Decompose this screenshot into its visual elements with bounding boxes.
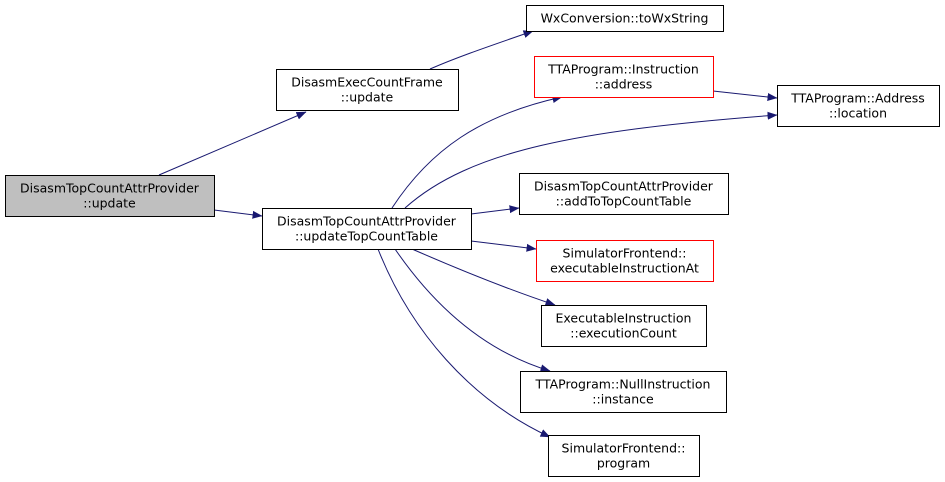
node-label-line: ::address bbox=[595, 77, 653, 92]
edge-root-to-update-table bbox=[213, 209, 263, 219]
node-box bbox=[777, 85, 940, 127]
node-exec-update[interactable]: DisasmExecCountFrame::update bbox=[276, 69, 459, 111]
node-label-line: DisasmExecCountFrame bbox=[291, 75, 443, 90]
node-null-instr[interactable]: TTAProgram::NullInstruction::instance bbox=[520, 371, 727, 413]
edge-update-table-to-sim-program bbox=[377, 248, 551, 438]
node-root[interactable]: DisasmTopCountAttrProvider::update bbox=[5, 175, 215, 217]
node-label-line: ::location bbox=[829, 106, 887, 121]
node-box bbox=[534, 56, 714, 98]
edge-instr-address-to-addr-location bbox=[712, 90, 778, 101]
node-box bbox=[520, 371, 727, 413]
edge-update-table-to-instr-address bbox=[391, 95, 563, 209]
node-sim-program[interactable]: SimulatorFrontend::program bbox=[548, 435, 700, 477]
node-label-line: ::addToTopCountTable bbox=[556, 194, 692, 209]
node-label-line: ExecutableInstruction bbox=[556, 311, 692, 326]
node-addr-location[interactable]: TTAProgram::Address::location bbox=[777, 85, 940, 127]
node-box bbox=[262, 208, 472, 250]
node-add-top[interactable]: DisasmTopCountAttrProvider::addToTopCoun… bbox=[519, 173, 729, 215]
node-label-line: ::executionCount bbox=[570, 326, 677, 341]
node-box bbox=[5, 175, 215, 217]
node-instr-address[interactable]: TTAProgram::Instruction::address bbox=[534, 56, 714, 98]
node-label-line: DisasmTopCountAttrProvider bbox=[277, 214, 457, 229]
node-exec-count[interactable]: ExecutableInstruction::executionCount bbox=[541, 305, 707, 347]
node-box bbox=[519, 173, 729, 215]
edge-update-table-to-null-instr bbox=[394, 248, 551, 373]
node-label-line: ::updateTopCountTable bbox=[295, 229, 438, 244]
node-label-line: SimulatorFrontend:: bbox=[563, 246, 687, 261]
node-label-line: DisasmTopCountAttrProvider bbox=[534, 179, 714, 194]
edge-update-table-to-addr-location bbox=[404, 111, 778, 209]
node-box bbox=[541, 305, 707, 347]
edge-update-table-to-exec-count bbox=[411, 248, 556, 306]
node-update-table[interactable]: DisasmTopCountAttrProvider::updateTopCou… bbox=[262, 208, 472, 250]
node-box bbox=[526, 5, 724, 32]
node-box bbox=[536, 240, 714, 282]
edge-update-table-to-exec-instr-at bbox=[470, 240, 537, 252]
node-label-line: ::update bbox=[341, 90, 394, 105]
edge-exec-update-to-wx-conv bbox=[429, 30, 534, 70]
node-label-line: TTAProgram::Instruction bbox=[547, 62, 699, 77]
edge-update-table-to-add-top bbox=[470, 205, 520, 215]
node-exec-instr-at[interactable]: SimulatorFrontend::executableInstruction… bbox=[536, 240, 714, 282]
node-label-line: TTAProgram::NullInstruction bbox=[535, 377, 711, 392]
node-label-line: WxConversion::toWxString bbox=[541, 11, 709, 26]
node-label-line: DisasmTopCountAttrProvider bbox=[20, 181, 200, 196]
node-label-line: program bbox=[597, 456, 650, 471]
node-label-line: ::instance bbox=[592, 392, 654, 407]
node-label-line: SimulatorFrontend:: bbox=[562, 441, 686, 456]
node-box bbox=[276, 69, 459, 111]
node-box bbox=[548, 435, 700, 477]
nodes: DisasmTopCountAttrProvider::updateDisasm… bbox=[5, 5, 940, 477]
node-label-line: TTAProgram::Address bbox=[790, 91, 925, 106]
node-label-line: executableInstructionAt bbox=[550, 261, 699, 276]
node-label-line: ::update bbox=[83, 196, 136, 211]
edge-root-to-exec-update bbox=[158, 111, 307, 176]
node-wx-conv[interactable]: WxConversion::toWxString bbox=[526, 5, 724, 32]
edges bbox=[158, 30, 778, 438]
